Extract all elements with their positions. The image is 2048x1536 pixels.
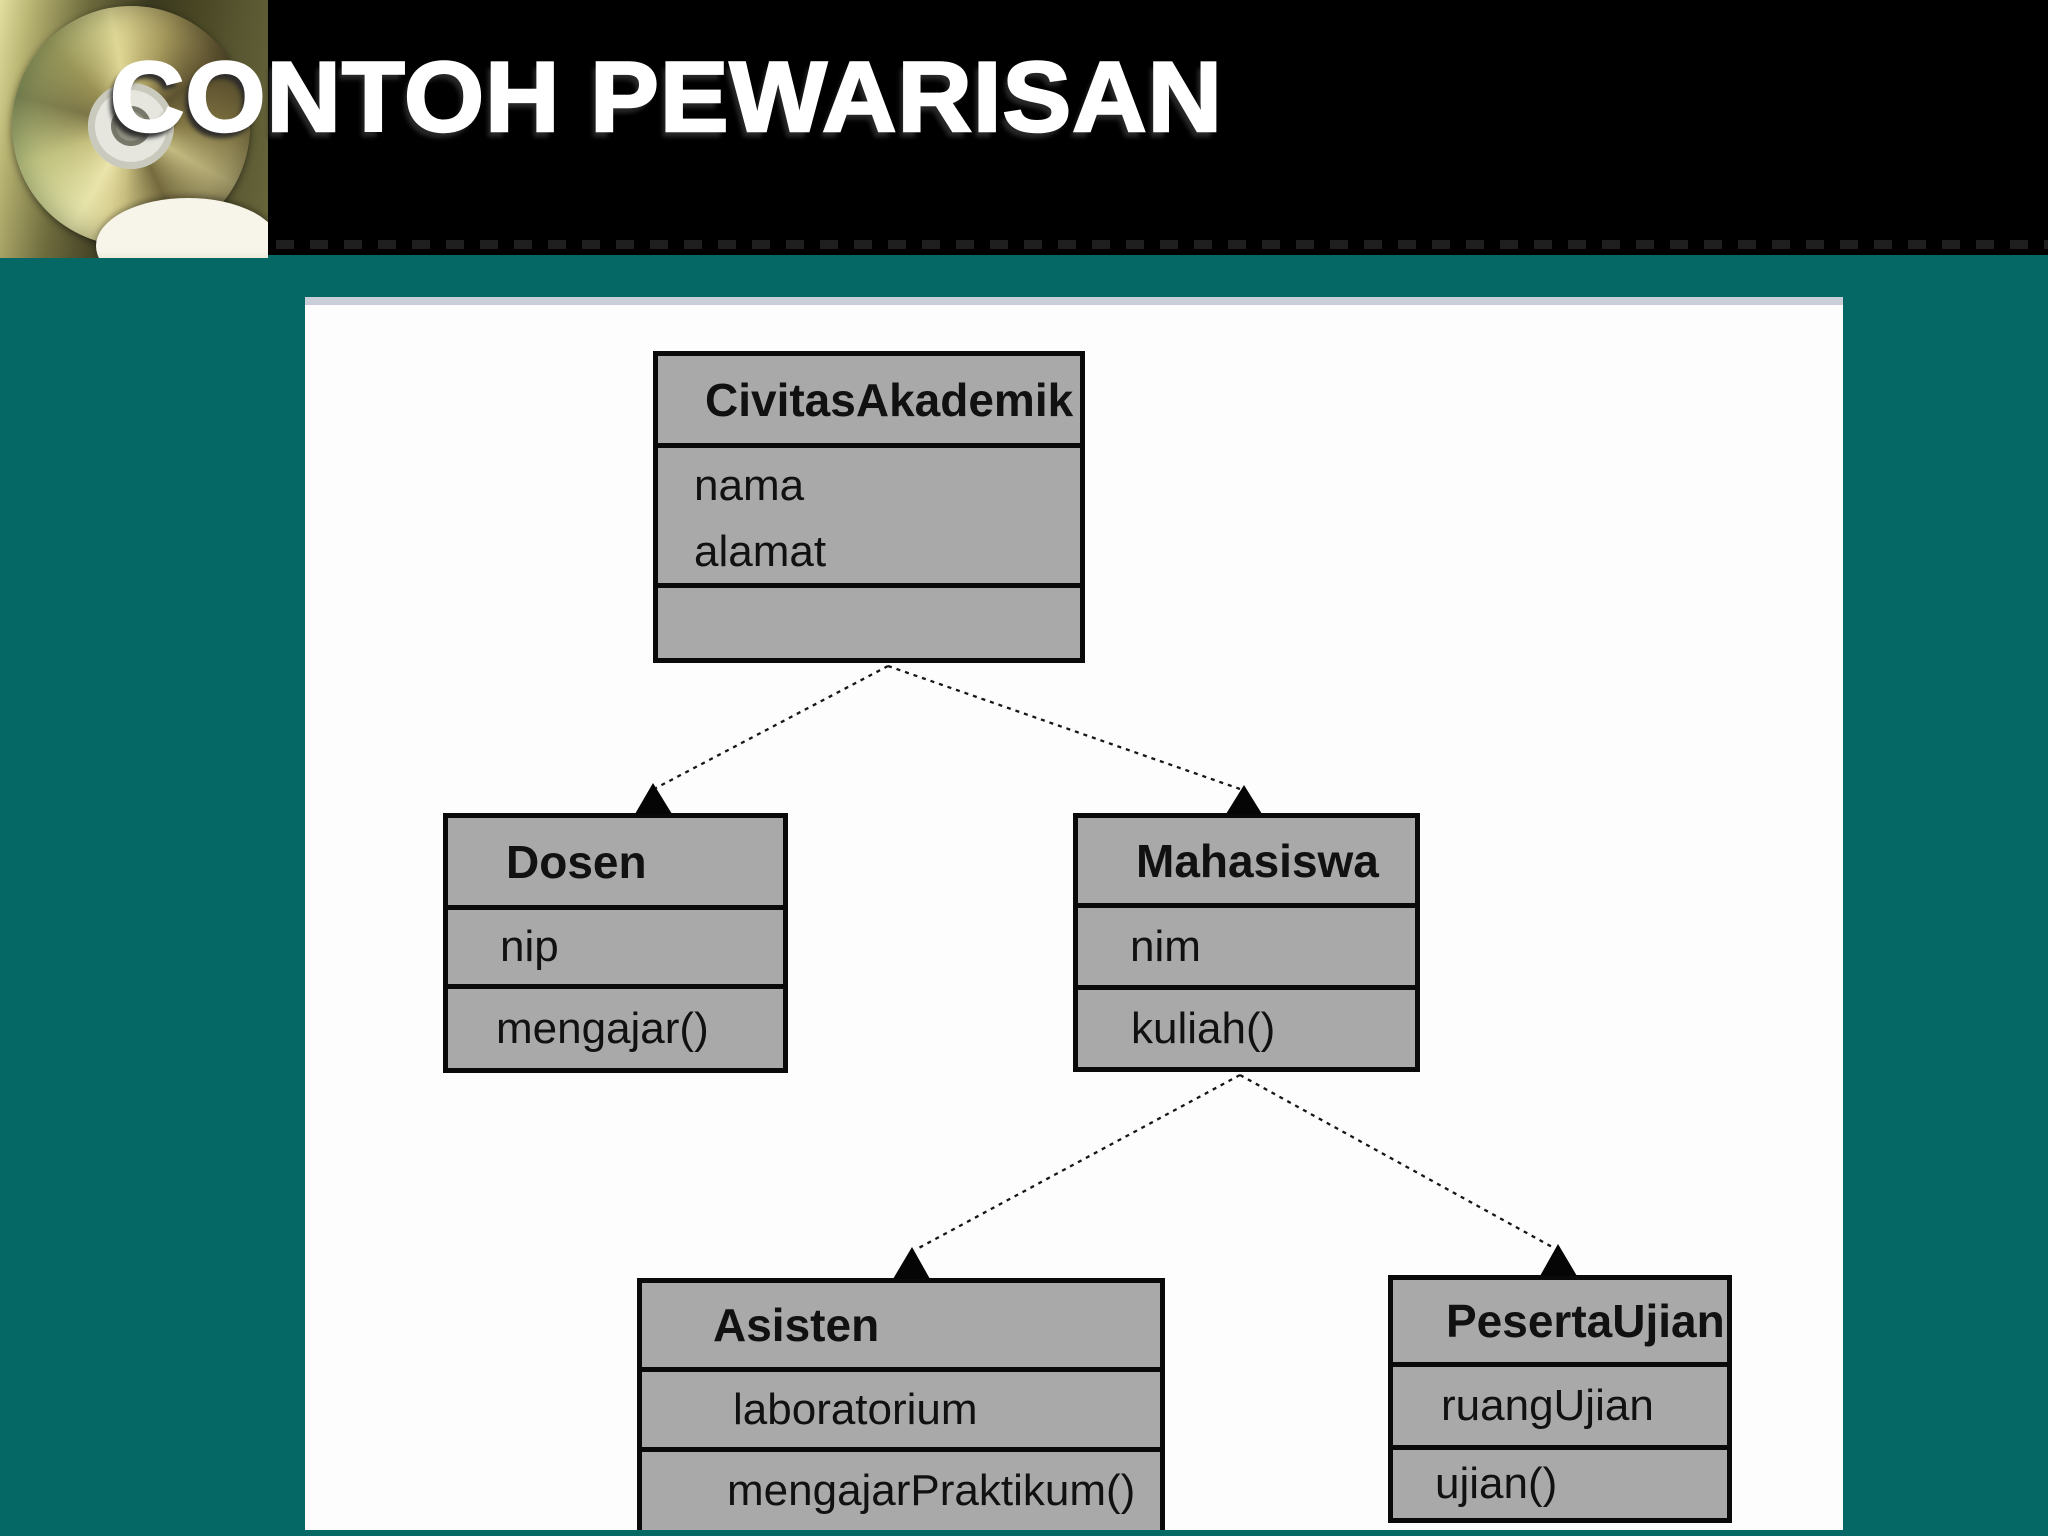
class-title-compartment: CivitasAkademik xyxy=(658,356,1080,448)
class-box-mahasiswa: Mahasiswa nim kuliah() xyxy=(1073,813,1420,1072)
class-title-compartment: Mahasiswa xyxy=(1078,818,1415,908)
class-title-compartment: Asisten xyxy=(642,1283,1160,1372)
class-method: kuliah() xyxy=(1131,1003,1276,1053)
class-box-civitasakademik: CivitasAkademik nama alamat xyxy=(653,351,1085,663)
class-title-compartment: Dosen xyxy=(448,818,783,910)
class-attributes-compartment: nim xyxy=(1078,908,1415,990)
class-method: mengajarPraktikum() xyxy=(727,1466,1136,1515)
class-box-pesertaujian: PesertaUjian ruangUjian ujian() xyxy=(1388,1275,1732,1523)
class-methods-compartment: mengajar() xyxy=(448,989,783,1068)
class-attributes-compartment: nama alamat xyxy=(658,448,1080,588)
class-method: mengajar() xyxy=(496,1003,709,1053)
class-attribute: nama xyxy=(694,461,805,510)
class-name: Mahasiswa xyxy=(1136,834,1379,887)
class-attribute: nip xyxy=(500,922,559,971)
cd-disc-icon xyxy=(12,6,250,246)
class-title-compartment: PesertaUjian xyxy=(1393,1280,1727,1367)
class-methods-compartment: ujian() xyxy=(1393,1450,1727,1518)
class-methods-compartment xyxy=(658,588,1080,663)
class-method: ujian() xyxy=(1435,1459,1558,1508)
header-dashes-divider xyxy=(276,240,2048,249)
header-bar xyxy=(0,0,2048,255)
class-methods-compartment: mengajarPraktikum() xyxy=(642,1452,1160,1530)
cd-photo-icon xyxy=(0,0,268,258)
class-attribute: nim xyxy=(1130,921,1201,971)
class-box-dosen: Dosen nip mengajar() xyxy=(443,813,788,1073)
class-attributes-compartment: laboratorium xyxy=(642,1372,1160,1452)
slide-title: CONTOH PEWARISAN xyxy=(109,40,1224,154)
cd-hole-icon xyxy=(111,106,151,146)
class-name: PesertaUjian xyxy=(1446,1295,1725,1347)
class-attribute: alamat xyxy=(694,527,827,576)
class-attribute: ruangUjian xyxy=(1441,1381,1654,1430)
class-attributes-compartment: ruangUjian xyxy=(1393,1367,1727,1450)
class-attributes-compartment: nip xyxy=(448,910,783,989)
class-name: Dosen xyxy=(506,835,647,888)
class-attribute: laboratorium xyxy=(733,1384,978,1434)
class-methods-compartment: kuliah() xyxy=(1078,990,1415,1067)
class-name: CivitasAkademik xyxy=(705,373,1074,426)
class-name: Asisten xyxy=(713,1299,880,1351)
class-box-asisten: Asisten laboratorium mengajarPraktikum() xyxy=(637,1278,1165,1530)
